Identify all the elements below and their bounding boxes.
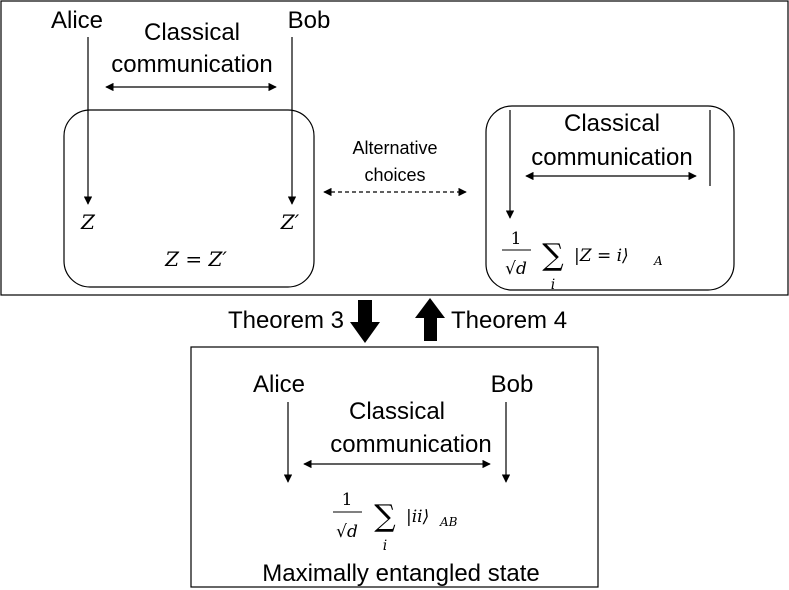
fraction-denominator-bottom: √d xyxy=(336,522,358,542)
classical-label-bottom: Classical xyxy=(349,398,445,425)
z-right-label: Z′ xyxy=(280,210,300,234)
ket-z-equals-i: |Z = i⟩ xyxy=(574,246,629,266)
communication-label-bottom: communication xyxy=(330,431,491,458)
fraction-denominator-top: √d xyxy=(505,259,527,279)
theorem-3-down-arrow xyxy=(350,300,380,343)
theorem-3-label: Theorem 3 xyxy=(228,307,344,334)
ket-subscript-a: A xyxy=(653,254,663,268)
theorem-4-up-arrow xyxy=(415,298,445,341)
sum-symbol-top: ∑ xyxy=(542,238,564,273)
alternative-label: Alternative xyxy=(352,138,437,158)
alice-label-top: Alice xyxy=(51,7,103,34)
fraction-numerator-top: 1 xyxy=(511,229,522,249)
classical-label-top-right: Classical xyxy=(564,110,660,137)
fraction-numerator-bottom: 1 xyxy=(342,490,353,510)
choices-label: choices xyxy=(364,165,425,185)
sum-symbol-bottom: ∑ xyxy=(374,499,396,534)
communication-label-top-right: communication xyxy=(531,144,692,171)
sum-index-bottom: i xyxy=(383,538,387,554)
alice-label-bottom: Alice xyxy=(253,371,305,398)
z-left-label: Z xyxy=(80,210,96,234)
bob-label-top: Bob xyxy=(288,7,331,34)
left-rounded-box xyxy=(63,109,315,288)
ket-ii: |ii⟩ xyxy=(406,507,429,527)
top-panel-frame xyxy=(0,0,789,296)
bottom-panel-frame xyxy=(190,346,599,588)
communication-label-top-left: communication xyxy=(111,51,272,78)
classical-label-top-left: Classical xyxy=(144,19,240,46)
right-rounded-box xyxy=(485,105,735,291)
bob-label-bottom: Bob xyxy=(491,371,534,398)
theorem-4-label: Theorem 4 xyxy=(451,307,567,334)
sum-index-top: i xyxy=(551,277,555,293)
ket-subscript-ab: AB xyxy=(439,515,458,529)
maximally-entangled-caption: Maximally entangled state xyxy=(262,560,539,587)
z-equals-zprime: Z = Z′ xyxy=(164,247,227,271)
